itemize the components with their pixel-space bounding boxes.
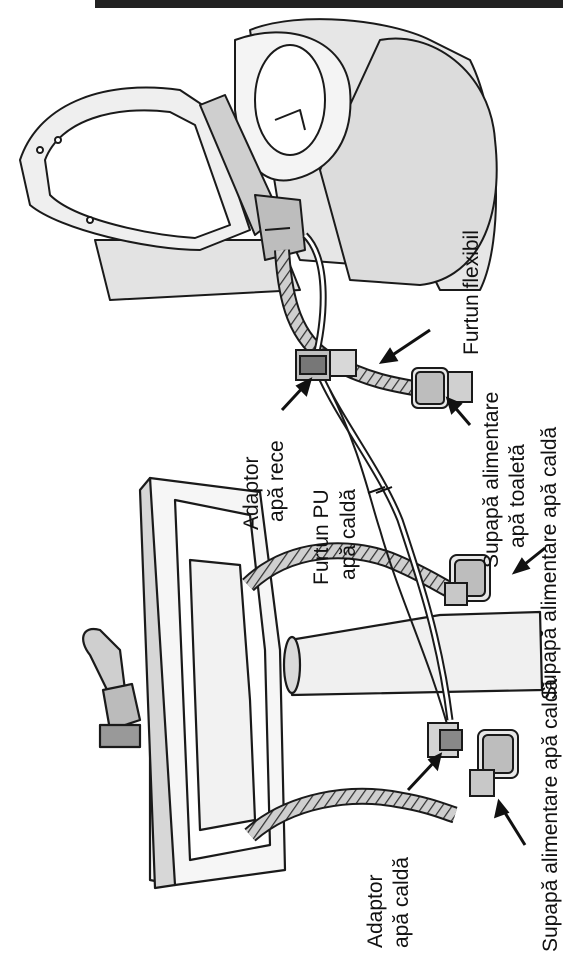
label-hot-valve: Supapă alimentare apă caldă [538,426,561,700]
arrow-hot-adaptor [408,755,440,790]
toilet [20,19,497,300]
cold-water-adaptor [296,350,356,380]
top-border [95,0,563,8]
label-toilet-valve-line2: apă toaletă [506,444,529,548]
label-pu-hose-line2: apă caldă [337,489,360,580]
label-toilet-valve-line1: Supapă alimentare [480,392,503,568]
label-pu-hose-line1: Furtun PU [310,489,333,585]
label-flexible-hose: Furtun flexibil [460,230,483,355]
hot-water-adaptor [428,723,462,757]
basin-supply-valve-lower [470,730,518,796]
arrow-cold-adaptor [282,380,310,410]
toilet-supply-valve [412,368,472,408]
label-cold-adaptor-line1: Adaptor [240,456,263,530]
arrow-basin-lower-valve [496,802,525,845]
label-hot-adaptor-line2: apă caldă [390,857,413,948]
label-hot-valve-bottom: Supapă alimentare apă caldă [539,678,562,952]
label-hot-adaptor-line1: Adaptor [364,874,387,948]
label-cold-adaptor-line2: apă rece [265,440,288,522]
arrow-flexible-hose [382,330,430,362]
